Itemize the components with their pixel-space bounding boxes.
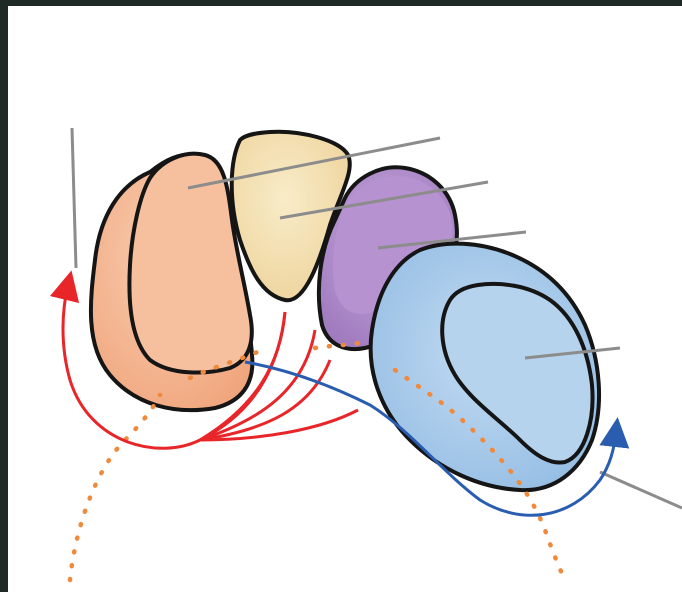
leader-line-lower-right — [600, 472, 682, 508]
lobe-diagram — [8, 6, 682, 592]
blue-lobe — [371, 244, 599, 491]
dotted-path-left — [70, 395, 160, 580]
leader-line-vertical — [72, 128, 76, 268]
orange-lobe — [91, 154, 252, 410]
diagram-frame — [8, 6, 682, 592]
